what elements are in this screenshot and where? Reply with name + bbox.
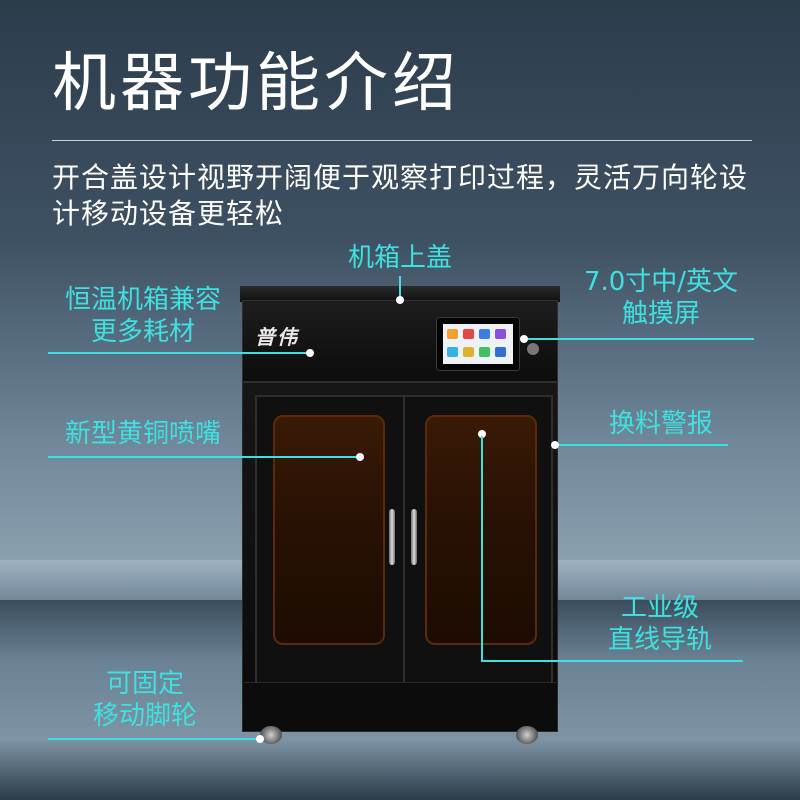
cabinet-door-right	[403, 395, 553, 689]
brand-logo: 普伟	[255, 325, 299, 349]
printer-lower-cabinet	[242, 382, 558, 732]
callout-constant-temp-line1: 恒温机箱兼容	[64, 285, 221, 315]
cabinet-door-left	[255, 395, 405, 689]
power-knob	[527, 343, 539, 355]
screen-tile-icon	[463, 347, 474, 357]
callout-line-constant-temp	[48, 352, 310, 354]
screen-tile-icon	[495, 329, 506, 339]
callout-filament-alarm: 换料警报	[608, 409, 713, 439]
callout-rail-line2: 直线导轨	[607, 625, 712, 655]
callout-dot-top-lid	[396, 296, 404, 304]
screen-tile-icon	[479, 329, 490, 339]
touchscreen	[436, 317, 520, 371]
description-text: 开合盖设计视野开阔便于观察打印过程，灵活万向轮设计移动设备更轻松	[52, 161, 749, 230]
door-handle-right	[411, 509, 417, 565]
touchscreen-display	[443, 324, 513, 364]
screen-tile-icon	[447, 329, 458, 339]
callout-dot-constant-temp	[306, 349, 314, 357]
callout-nozzle: 新型黄铜喷嘴	[64, 419, 221, 449]
callout-touchscreen-line2: 触摸屏	[621, 299, 700, 329]
printer-top-chamber: 普伟	[242, 300, 558, 382]
screen-tile-icon	[495, 347, 506, 357]
callout-rail-line1: 工业级	[620, 593, 699, 623]
printer-image: 普伟	[240, 286, 560, 744]
door-handle-left	[389, 509, 395, 565]
callout-line-nozzle	[48, 456, 360, 458]
callout-dot-caster	[256, 735, 264, 743]
callout-constant-temp-line2: 更多耗材	[90, 317, 195, 347]
title-divider	[52, 140, 752, 141]
page-title: 机器功能介绍	[52, 47, 460, 121]
callout-top-lid: 机箱上盖	[347, 243, 452, 273]
door-window-left	[273, 415, 385, 645]
callout-line-rail-horizontal	[481, 660, 743, 662]
callout-dot-filament-alarm	[551, 441, 559, 449]
callout-dot-nozzle	[356, 453, 364, 461]
caster-wheel	[516, 726, 538, 744]
callout-touchscreen-line1: 7.0寸中/英文	[583, 267, 739, 297]
callout-line-touchscreen	[524, 338, 754, 340]
screen-tile-icon	[447, 347, 458, 357]
caster-wheel	[260, 726, 282, 744]
callout-line-caster	[48, 738, 260, 740]
callout-line-top-lid	[399, 276, 401, 300]
callout-line-filament-alarm	[556, 444, 728, 446]
callout-caster-line2: 移动脚轮	[92, 701, 197, 731]
callout-caster-line1: 可固定	[105, 669, 184, 699]
callout-dot-rail	[478, 430, 486, 438]
screen-tile-icon	[479, 347, 490, 357]
callout-line-rail-vertical	[481, 436, 483, 662]
printer-base	[244, 682, 556, 731]
screen-tile-icon	[463, 329, 474, 339]
callout-dot-touchscreen	[520, 335, 528, 343]
